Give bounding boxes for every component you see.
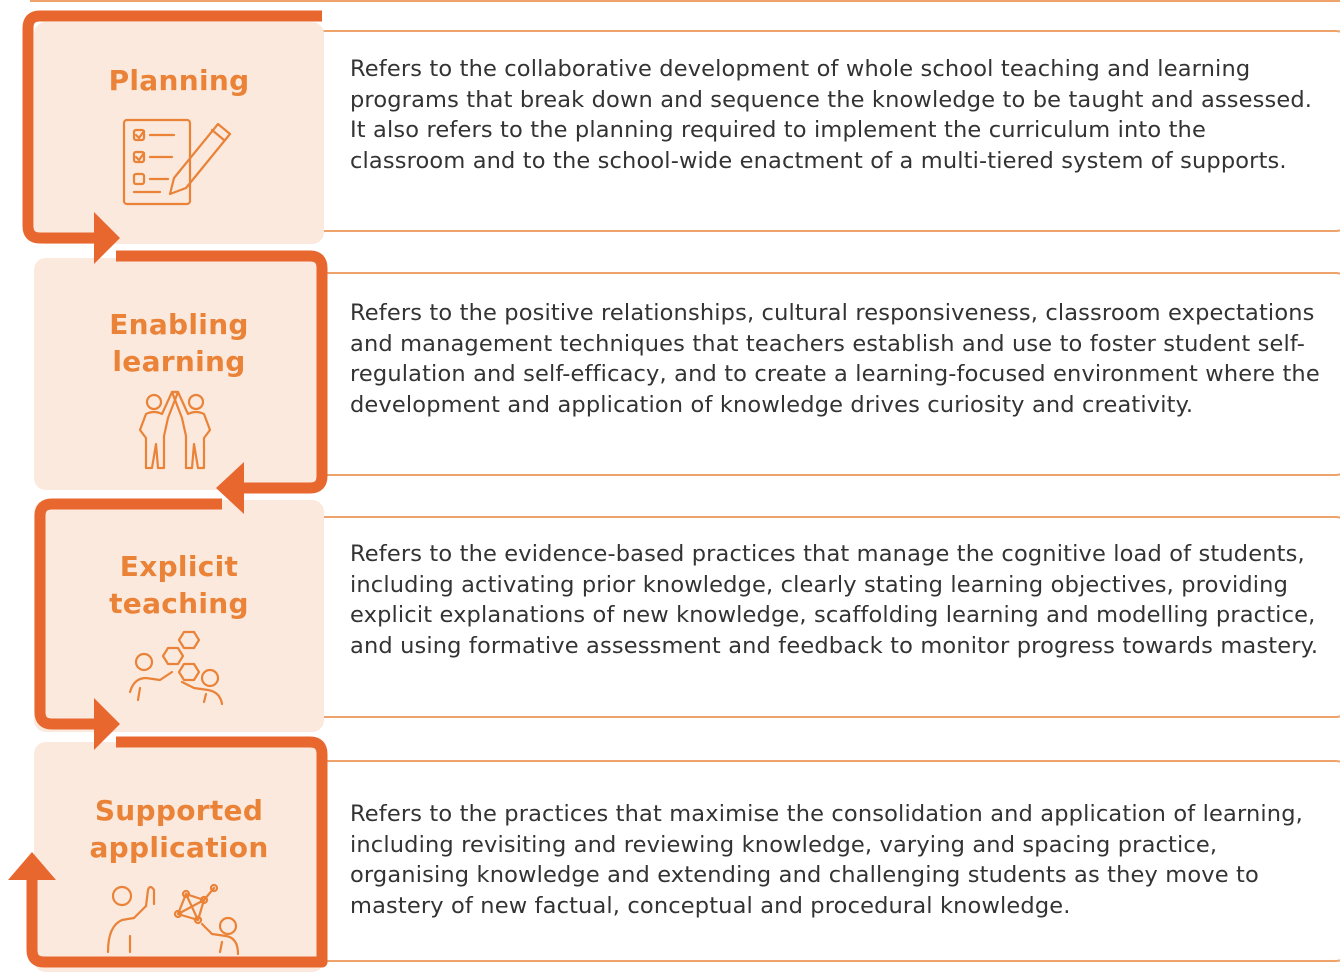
explicit-teaching-description: Refers to the evidence-based practices t… (350, 541, 1319, 659)
stage-panel-enabling-learning (34, 258, 324, 490)
stage-title-line: learning (112, 345, 246, 378)
cycle-arrow-planning (22, 10, 322, 244)
stage-title-line: Supported (94, 794, 264, 827)
stage-title-line: Enabling (109, 308, 249, 341)
planning-description-box (300, 30, 1340, 232)
explicit-teaching-description-box (300, 516, 1340, 718)
arrowhead-enabling-learning (216, 462, 244, 514)
stage-panel-explicit-teaching (34, 500, 324, 732)
people-hexagons-icon (128, 630, 224, 706)
stage-title-enabling-learning: Enabling learning (34, 306, 324, 380)
top-rule (30, 0, 1340, 2)
stage-title-line: application (89, 831, 269, 864)
stage-title-explicit-teaching: Explicit teaching (34, 548, 324, 622)
arrowhead-planning (94, 212, 120, 264)
stage-title-line: teaching (109, 587, 249, 620)
supported-application-description: Refers to the practices that maximise th… (350, 801, 1303, 919)
stage-title-line: Planning (108, 64, 250, 97)
enabling-learning-description: Refers to the positive relationships, cu… (350, 300, 1320, 418)
enabling-learning-description-box (300, 272, 1340, 476)
planning-description: Refers to the collaborative development … (350, 56, 1313, 174)
supported-application-description-box (300, 760, 1340, 962)
cycle-arrow-supported-application (26, 736, 328, 968)
stage-title-line: Explicit (119, 550, 239, 583)
cycle-arrow-enabling-learning (116, 250, 328, 494)
high-five-people-icon (138, 390, 212, 470)
stage-title-planning: Planning (34, 62, 324, 99)
arrowhead-explicit-teaching (94, 698, 120, 750)
people-network-icon (106, 883, 240, 956)
checklist-pencil-icon (122, 118, 232, 206)
stage-panel-planning (34, 22, 324, 244)
cycle-arrow-explicit-teaching (34, 498, 222, 730)
stage-title-supported-application: Supported application (34, 792, 324, 866)
stage-panel-supported-application (34, 742, 324, 972)
arrowhead-supported-application (8, 852, 56, 880)
